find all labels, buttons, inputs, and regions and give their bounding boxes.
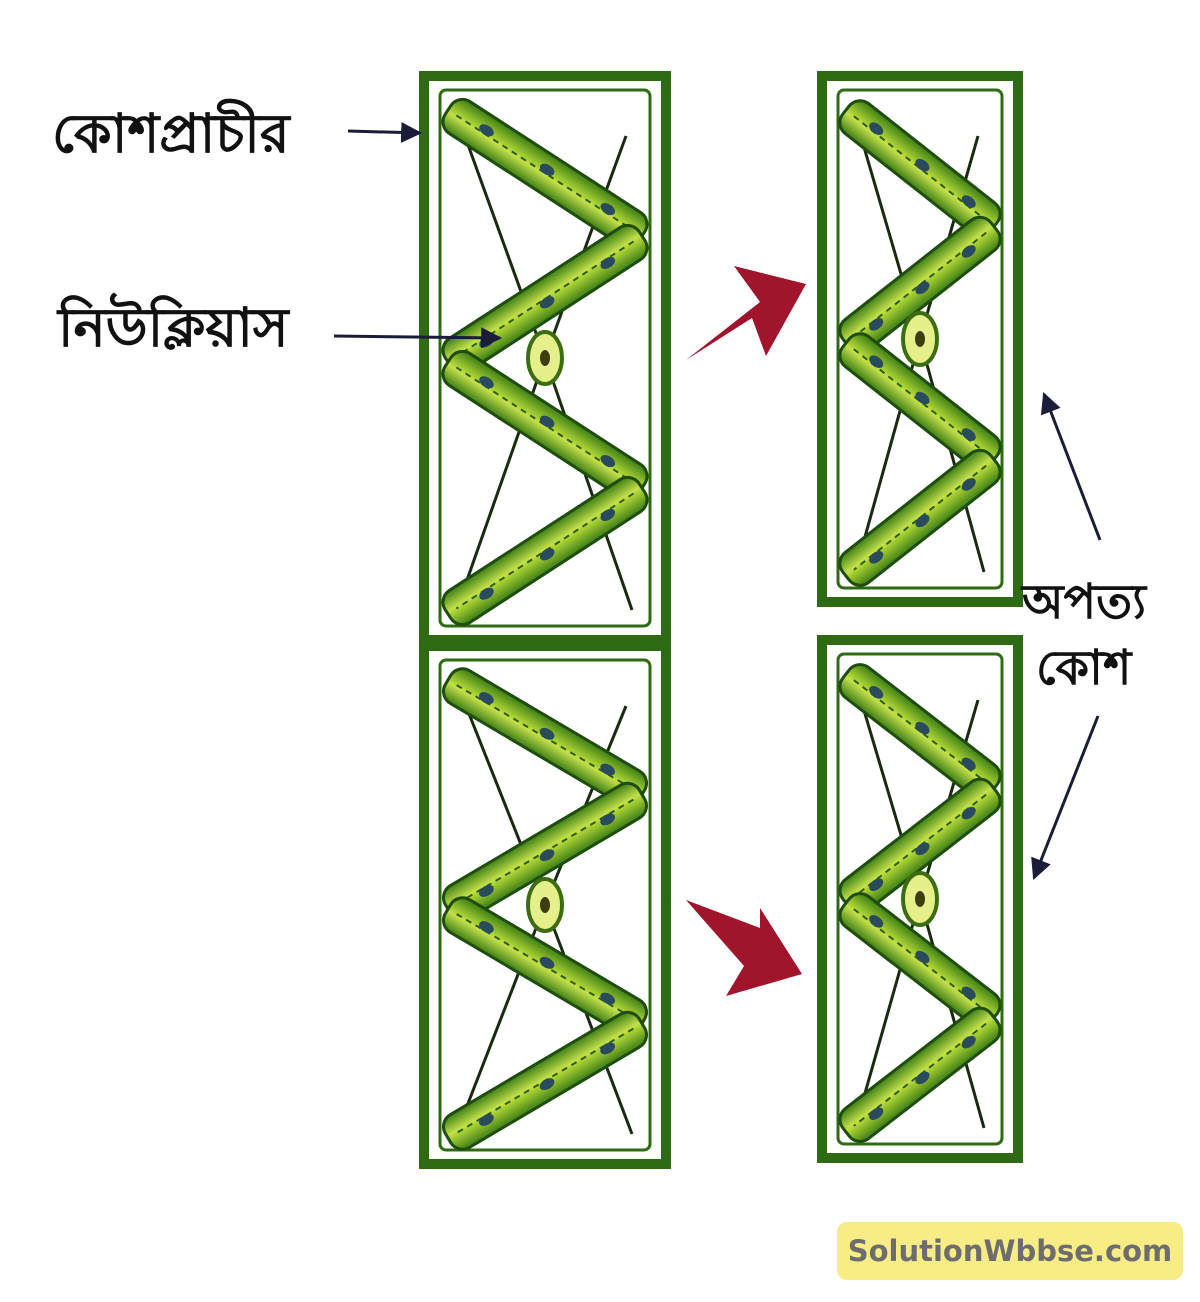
pyrenoid bbox=[479, 921, 494, 933]
chloroplast-band bbox=[838, 1006, 1002, 1143]
watermark-badge: SolutionWbbse.com bbox=[837, 1222, 1183, 1280]
nucleus-label: নিউক্লিয়াস bbox=[56, 292, 291, 359]
pyrenoid bbox=[961, 478, 976, 491]
fragmentation-arrow-lower bbox=[686, 900, 802, 996]
chloroplast-band bbox=[838, 892, 1002, 1029]
pyrenoid bbox=[869, 317, 884, 331]
nucleolus bbox=[540, 350, 550, 366]
cell-wall-pointer-arrow bbox=[347, 121, 423, 143]
pyrenoid bbox=[915, 158, 930, 172]
pyrenoid bbox=[915, 1071, 930, 1085]
pyrenoid bbox=[961, 806, 976, 820]
pyrenoid bbox=[915, 842, 930, 856]
pyrenoid bbox=[479, 692, 494, 704]
pyrenoid bbox=[915, 721, 930, 735]
pyrenoid bbox=[600, 763, 616, 776]
pyrenoid bbox=[915, 514, 930, 528]
chloroplast-band bbox=[442, 667, 648, 808]
pyrenoid bbox=[869, 122, 884, 136]
pyrenoid bbox=[539, 849, 555, 862]
cell-inner-membrane bbox=[438, 88, 652, 628]
cell-inner-membrane bbox=[836, 652, 1004, 1146]
pyrenoid bbox=[869, 878, 884, 891]
pyrenoid bbox=[869, 915, 884, 928]
filament-cell-lower bbox=[419, 641, 671, 1169]
pyrenoid bbox=[600, 813, 616, 826]
pyrenoid bbox=[961, 757, 976, 771]
daughter-cell-lower bbox=[817, 635, 1023, 1163]
filament-cell-upper bbox=[419, 71, 671, 645]
pyrenoid bbox=[479, 124, 494, 137]
nucleolus bbox=[915, 891, 925, 907]
cytoplasmic-strand bbox=[918, 338, 986, 573]
cell-inner-membrane bbox=[438, 658, 652, 1152]
pyrenoid bbox=[600, 202, 616, 216]
pyrenoid bbox=[539, 1078, 555, 1091]
nucleus-pointer-arrow bbox=[333, 327, 503, 349]
pyrenoid bbox=[961, 245, 976, 258]
cell-wall-label: কোশপ্রাচীর bbox=[52, 99, 292, 165]
pyrenoid bbox=[961, 1035, 976, 1049]
pyrenoid bbox=[915, 950, 930, 964]
cell-inner-membrane bbox=[836, 88, 1004, 590]
chloroplast-band bbox=[442, 1010, 648, 1151]
daughter-cell-pointer-arrow-lower bbox=[1031, 715, 1100, 880]
pyrenoid bbox=[539, 163, 555, 176]
pyrenoid bbox=[961, 428, 976, 441]
pyrenoid bbox=[539, 727, 555, 740]
pyrenoid bbox=[539, 296, 555, 309]
pyrenoid bbox=[539, 956, 555, 969]
pyrenoid bbox=[479, 885, 494, 897]
cytoplasmic-strand bbox=[543, 357, 634, 611]
pyrenoid bbox=[869, 550, 884, 564]
chloroplast-band bbox=[838, 448, 1002, 587]
daughter-cell-label-line1: অপত্য bbox=[1020, 574, 1148, 630]
parent-filament bbox=[419, 71, 671, 1169]
pyrenoid bbox=[479, 587, 494, 600]
chloroplast-band bbox=[838, 215, 1002, 354]
pyrenoid bbox=[869, 355, 884, 369]
chloroplast-band bbox=[441, 475, 649, 627]
cytoplasmic-strand bbox=[543, 904, 634, 1135]
pyrenoid bbox=[539, 415, 555, 428]
pyrenoid bbox=[961, 986, 976, 1000]
pyrenoid bbox=[600, 992, 616, 1005]
pyrenoid bbox=[479, 1114, 494, 1126]
pyrenoid bbox=[539, 548, 555, 561]
daughter-cell-label-line2: কোশ bbox=[1036, 640, 1133, 696]
pyrenoid bbox=[915, 281, 930, 295]
chloroplast-band bbox=[442, 896, 648, 1037]
pyrenoid bbox=[869, 686, 884, 699]
pyrenoid bbox=[915, 391, 930, 405]
fragmentation-arrow-upper bbox=[686, 266, 806, 360]
cytoplasmic-strand bbox=[918, 898, 986, 1129]
pyrenoid bbox=[600, 256, 616, 270]
pyrenoid bbox=[600, 454, 616, 468]
nucleolus bbox=[915, 331, 925, 347]
daughter-cell-pointer-arrow-upper bbox=[1040, 392, 1102, 541]
chloroplast-band bbox=[838, 777, 1002, 914]
daughter-cell-upper bbox=[817, 71, 1023, 607]
nucleolus bbox=[540, 897, 550, 913]
pyrenoid bbox=[869, 1107, 884, 1120]
daughter-cells bbox=[817, 71, 1023, 1163]
pyrenoid bbox=[479, 376, 494, 389]
cytoplasmic-strand bbox=[543, 135, 628, 359]
pyrenoid bbox=[961, 195, 976, 208]
pyrenoid bbox=[600, 508, 616, 522]
pyrenoid bbox=[600, 1042, 616, 1055]
